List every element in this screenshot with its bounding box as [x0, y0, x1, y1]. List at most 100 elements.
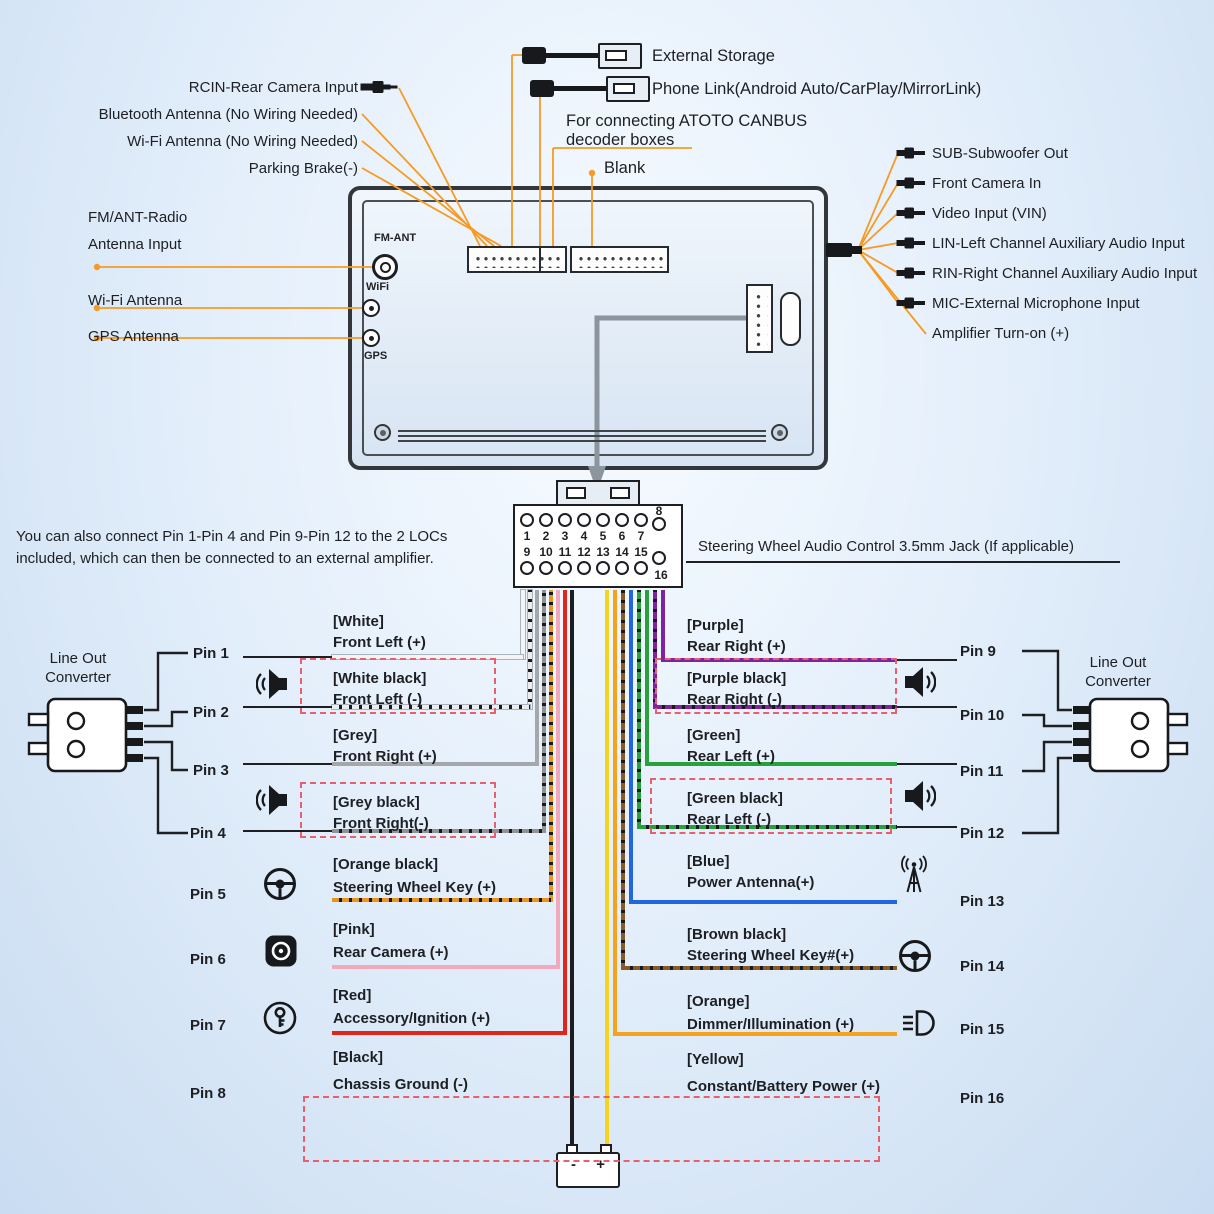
wire-vertical: [637, 590, 641, 829]
lin-aux-label: LIN-Left Channel Auxiliary Audio Input: [932, 235, 1185, 252]
av-pigtail-stub: [850, 246, 862, 254]
parking-brake-label: Parking Brake(-): [248, 160, 358, 177]
power-antenna-icon: [894, 854, 934, 901]
connector-pin: [520, 561, 534, 575]
wire-function-label: Rear Right (-): [687, 691, 782, 708]
wire-vertical: [535, 590, 539, 766]
pin-label: Pin 2: [193, 704, 229, 721]
wire-function-label: Steering Wheel Key (+): [333, 879, 496, 896]
connector-pin-number: 15: [634, 545, 648, 559]
connector-divider: [539, 248, 541, 271]
wire-color-label: [Green black]: [687, 790, 783, 807]
connector-pin: [596, 561, 610, 575]
wire-color-label: [Pink]: [333, 921, 375, 938]
wifi-jack-label: WiFi: [366, 281, 390, 293]
connector-pin: [577, 561, 591, 575]
pin-label: Pin 16: [960, 1090, 1005, 1107]
wire-color-label: [Green]: [687, 727, 741, 744]
mic-input-label: MIC-External Microphone Input: [932, 295, 1140, 312]
line-dot: [588, 169, 596, 177]
usb-cable-connector: [530, 80, 554, 97]
connector-pin: [634, 561, 648, 575]
pin-label: Pin 13: [960, 893, 1005, 910]
parking-brake-line: [361, 167, 502, 247]
wire-function-label: Rear Camera (+): [333, 944, 449, 961]
usb-plug-contact: [613, 83, 635, 94]
loc-note-line2: included, which can then be connected to…: [16, 550, 434, 567]
wire-function-label: Rear Right (+): [687, 638, 786, 655]
wire-horizontal: [332, 705, 530, 709]
connector-pin: [615, 561, 629, 575]
wire-function-label: Rear Left (-): [687, 811, 772, 828]
wire-color-label: [Red]: [333, 987, 372, 1004]
line-dot: [93, 263, 101, 271]
loc-lead: [1022, 740, 1072, 773]
connector-pin: [539, 561, 553, 575]
connector-pin: [558, 513, 572, 527]
gps-antenna-label: GPS Antenna: [88, 328, 179, 345]
swc-jack-label: Steering Wheel Audio Control 3.5mm Jack …: [698, 538, 1075, 555]
wire-vertical: [645, 590, 649, 766]
wire-horizontal: [631, 900, 897, 904]
wire-function-label: Rear Left (+): [687, 748, 775, 765]
pin-lead-line: [897, 763, 957, 766]
wire-color-label: [Purple]: [687, 617, 744, 634]
wire-vertical: [521, 590, 525, 659]
loc-lead: [144, 756, 188, 835]
speaker-icon: [255, 666, 296, 707]
line-out-converter: [1068, 694, 1190, 783]
pin-label: Pin 10: [960, 707, 1005, 724]
wire-color-label: [Purple black]: [687, 670, 787, 687]
wire-horizontal: [332, 898, 551, 902]
rear-connector-block-a: [467, 246, 567, 273]
connector-pin-number: 13: [596, 545, 610, 559]
connector-pin-number: 6: [618, 529, 626, 543]
pin-lead-line: [243, 656, 332, 659]
connector-pin-number: 5: [599, 529, 607, 543]
wire-vertical: [549, 590, 553, 902]
steering-wheel-icon: [262, 866, 298, 907]
rca-plug-icon: [896, 205, 926, 226]
connector-pins: [751, 289, 768, 348]
wire-color-label: [Yellow]: [687, 1051, 744, 1068]
fm-antenna-label-line2: Antenna Input: [88, 236, 182, 253]
wire-vertical: [542, 590, 546, 833]
gps-jack-center: [368, 335, 374, 341]
wire-color-label: [Orange]: [687, 993, 750, 1010]
rca-plug-icon: [896, 235, 926, 256]
fm-antenna-label-line1: FM/ANT-Radio: [88, 209, 188, 226]
loc-lead: [144, 740, 188, 772]
loc-lead: [1022, 649, 1072, 712]
tab-slot: [566, 487, 586, 499]
pin-label: Pin 8: [190, 1085, 226, 1102]
chassis-screw-right: [771, 424, 788, 441]
usb-cable: [554, 86, 606, 91]
wire-color-label: [Black]: [333, 1049, 384, 1066]
connector-pin: [577, 513, 591, 527]
pin-lead-line: [243, 830, 332, 833]
canbus-line: [552, 147, 692, 246]
pin-lead-line: [897, 826, 957, 829]
wire-color-label: [Grey]: [333, 727, 378, 744]
connector-pin-number: 16: [654, 568, 668, 582]
harness-arrow-head: [588, 466, 606, 492]
connector-pin-number: 4: [580, 529, 588, 543]
loc-lead: [144, 651, 188, 712]
usb-plug: [598, 43, 642, 69]
wire-function-label: Accessory/Ignition (+): [333, 1010, 491, 1027]
wire-function-label: Constant/Battery Power (+): [687, 1078, 880, 1095]
wire-vertical: [629, 590, 633, 904]
loc-note-line1: You can also connect Pin 1-Pin 4 and Pin…: [16, 528, 448, 545]
pin-label: Pin 11: [960, 763, 1004, 780]
wire-horizontal: [332, 965, 558, 969]
av-pigtail-connector: [826, 243, 852, 257]
connector-pin: [652, 551, 666, 565]
speaker-icon: [255, 782, 296, 823]
pin-label: Pin 9: [960, 643, 996, 660]
loc-lead: [144, 710, 188, 728]
wire-vertical: [556, 590, 560, 969]
speaker-icon: [896, 778, 937, 819]
fm-antenna-jack: [372, 254, 398, 280]
wire-function-label: Front Left (+): [333, 634, 426, 651]
